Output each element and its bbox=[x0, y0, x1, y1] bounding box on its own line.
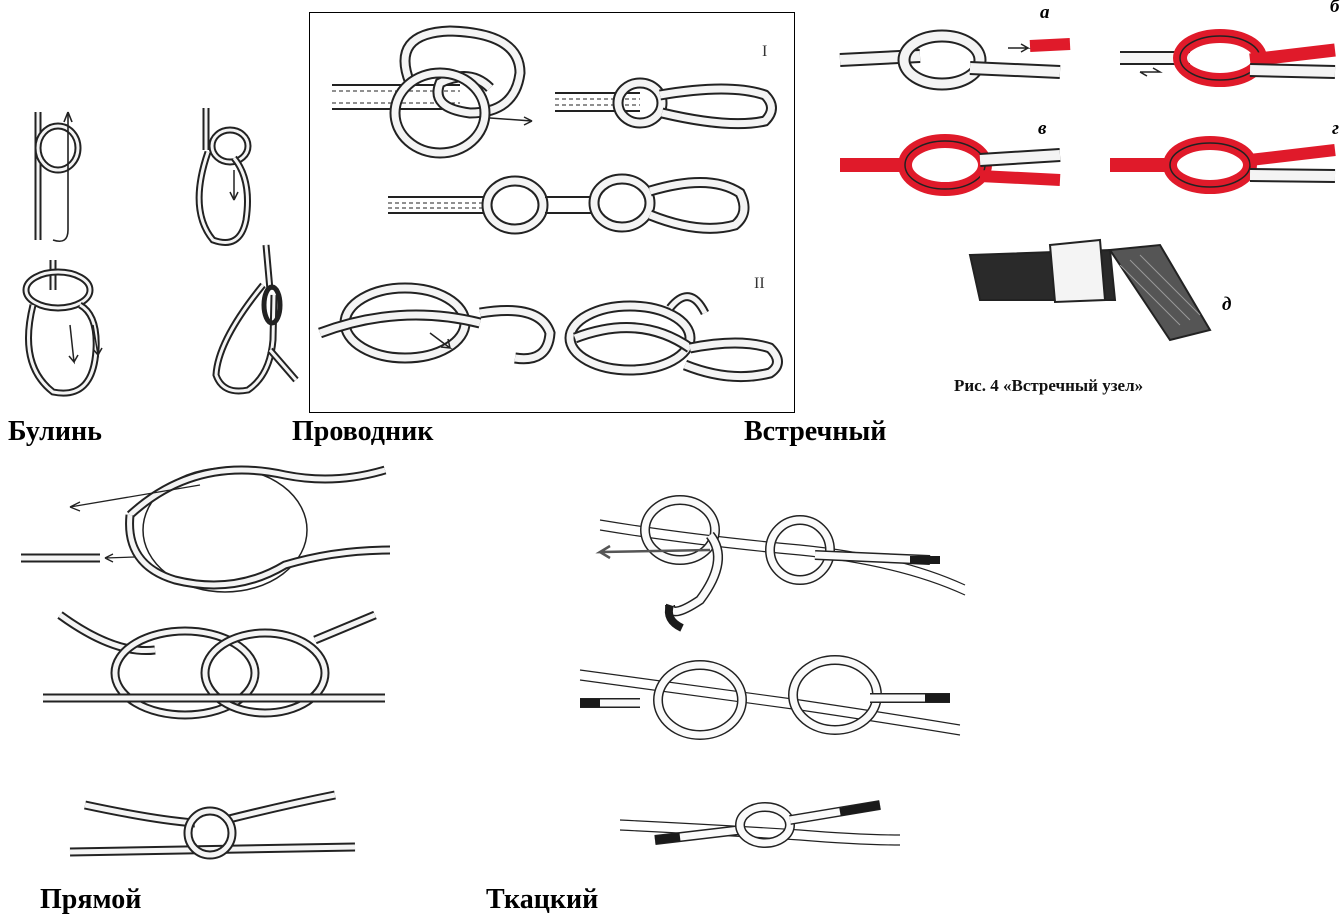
caption-weaver: Ткацкий bbox=[486, 884, 598, 916]
meeting-illustration: а б в г д Рис. 4 «Встречный узел» bbox=[830, 0, 1344, 410]
guide-roman-1: I bbox=[762, 43, 767, 61]
caption-bowline: Булинь bbox=[8, 416, 102, 448]
meeting-figure-caption: Рис. 4 «Встречный узел» bbox=[954, 376, 1143, 396]
meeting-label-a: а bbox=[1040, 2, 1050, 24]
weaver-illustration bbox=[570, 490, 970, 860]
guide-roman-2: II bbox=[754, 275, 765, 293]
meeting-label-b: б bbox=[1330, 0, 1339, 18]
reef-illustration bbox=[15, 455, 405, 875]
caption-meeting: Встречный bbox=[744, 416, 886, 448]
meeting-label-g: г bbox=[1332, 118, 1339, 140]
guide-illustration: I II bbox=[309, 12, 795, 413]
caption-guide: Проводник bbox=[292, 416, 433, 448]
meeting-label-v: в bbox=[1038, 118, 1047, 140]
bowline-illustration bbox=[8, 100, 308, 405]
caption-reef: Прямой bbox=[40, 884, 141, 916]
meeting-label-d: д bbox=[1222, 294, 1231, 316]
